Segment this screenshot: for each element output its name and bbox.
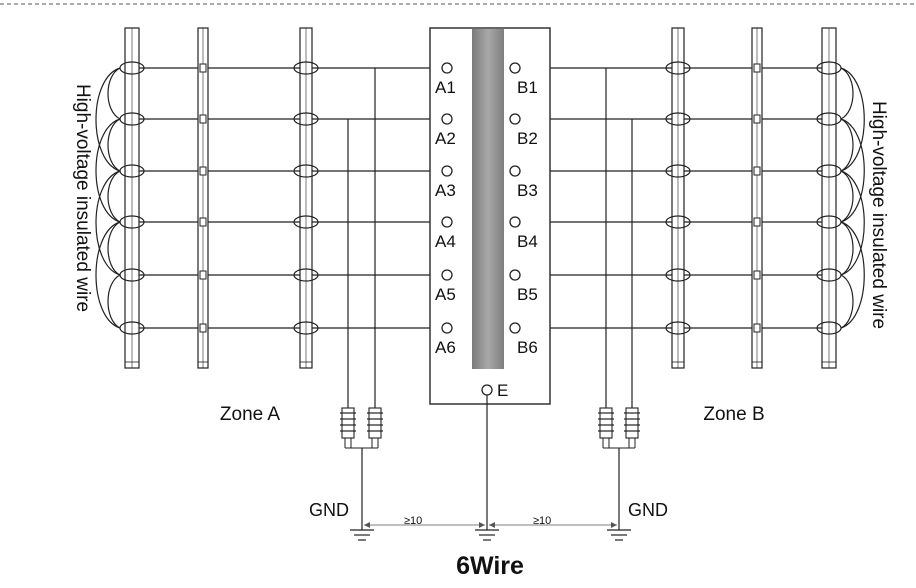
- right-link-3: [840, 170, 854, 223]
- terminal-a1-label: A1: [435, 78, 456, 97]
- wire-loop-2-4: [665, 215, 691, 229]
- post-clip-b5: [753, 270, 761, 280]
- wire-loop-1-4: [293, 215, 319, 229]
- terminal-a6-dot: [441, 322, 453, 334]
- left-link-2: [107, 118, 121, 172]
- terminal-a2-dot: [441, 113, 453, 125]
- terminal-e-dot[interactable]: [481, 384, 493, 396]
- left-link-3: [107, 170, 121, 223]
- post-clip-b4: [753, 217, 761, 227]
- post-clip-a4: [199, 217, 207, 227]
- left-side-label: High-voltage insulated wire: [72, 84, 93, 312]
- terminal-a3-dot: [441, 165, 453, 177]
- terminal-b4-dot: [509, 216, 521, 228]
- left-crossover-3: [95, 170, 121, 276]
- terminal-b6-dot: [509, 322, 521, 334]
- diagram-title: 6Wire: [456, 552, 524, 580]
- distance-right-label: ≥10: [533, 515, 551, 527]
- arrester-a2: [340, 407, 356, 448]
- terminal-a3-label: A3: [435, 181, 456, 200]
- left-link-4: [107, 221, 121, 276]
- wire-loop-1-3: [293, 164, 319, 178]
- gnd-left-label: GND: [309, 500, 349, 520]
- terminal-b5-label: B5: [517, 285, 538, 304]
- right-crossover-3: [840, 170, 865, 276]
- post-clip-a6: [199, 323, 207, 333]
- zone-b-label: Zone B: [703, 404, 764, 425]
- dimension-arrow-1: [364, 522, 370, 528]
- wire-loops: [95, 61, 865, 335]
- terminal-b3-dot: [509, 165, 521, 177]
- terminal-b5-dot: [509, 269, 521, 281]
- wire-loop-2-1: [665, 61, 691, 75]
- terminal-b6-label: B6: [517, 338, 538, 357]
- wire-loop-1-2: [293, 112, 319, 126]
- left-link-5: [107, 274, 121, 329]
- terminal-a1-dot: [441, 62, 453, 74]
- post-clip-b2: [753, 114, 761, 124]
- right-side-label: High-voltage insulated wire: [868, 101, 889, 329]
- post-clip-b6: [753, 323, 761, 333]
- right-crossover-2: [840, 118, 865, 223]
- post-clip-b3: [753, 166, 761, 176]
- terminal-a4-dot: [441, 216, 453, 228]
- terminal-b2-label: B2: [517, 129, 538, 148]
- distance-left-label: ≥10: [404, 515, 422, 527]
- arrester-b2: [624, 407, 640, 448]
- post-clip-a5: [199, 270, 207, 280]
- wire-loop-1-5: [293, 268, 319, 282]
- terminal-b3-label: B3: [517, 181, 538, 200]
- terminal-b2-dot: [509, 113, 521, 125]
- wire-insulators: [199, 63, 761, 333]
- right-link-2: [840, 118, 854, 172]
- wire-loop-2-6: [665, 321, 691, 335]
- terminal-a5-dot: [441, 269, 453, 281]
- terminal-b4-label: B4: [517, 232, 538, 251]
- terminal-a5-label: A5: [435, 285, 456, 304]
- left-crossover-1: [95, 67, 121, 172]
- post-clip-b1: [753, 63, 761, 73]
- right-link-5: [840, 274, 854, 329]
- right-crossover-4: [840, 221, 865, 329]
- zone-a-label: Zone A: [220, 404, 281, 425]
- left-crossover-4: [95, 221, 121, 329]
- post-clip-a1: [199, 63, 207, 73]
- dimension-arrow-4: [611, 522, 617, 528]
- terminal-a2-label: A2: [435, 129, 456, 148]
- arrester-a1: [367, 407, 383, 448]
- terminal-b1-dot: [509, 62, 521, 74]
- arrester-b1: [598, 407, 614, 448]
- terminal-a6-label: A6: [435, 338, 456, 357]
- right-crossover-1: [840, 67, 865, 172]
- terminal-a4-label: A4: [435, 232, 456, 251]
- post-clip-a3: [199, 166, 207, 176]
- terminal-e-label: E: [497, 381, 508, 400]
- ground-section: [340, 395, 640, 541]
- wire-loop-1-1: [293, 61, 319, 75]
- terminal-b1-label: B1: [517, 78, 538, 97]
- dimension-arrow-2: [479, 522, 485, 528]
- dimension-arrow-3: [489, 522, 495, 528]
- right-link-1: [840, 67, 854, 120]
- wire-loop-2-5: [665, 268, 691, 282]
- right-link-4: [840, 221, 854, 276]
- gnd-right-label: GND: [628, 500, 668, 520]
- wire-loop-2-3: [665, 164, 691, 178]
- left-link-1: [107, 67, 121, 120]
- wire-loop-1-6: [293, 321, 319, 335]
- post-clip-a2: [199, 114, 207, 124]
- left-crossover-2: [95, 118, 121, 223]
- energizer-center-strip: [472, 29, 504, 369]
- wire-loop-2-2: [665, 112, 691, 126]
